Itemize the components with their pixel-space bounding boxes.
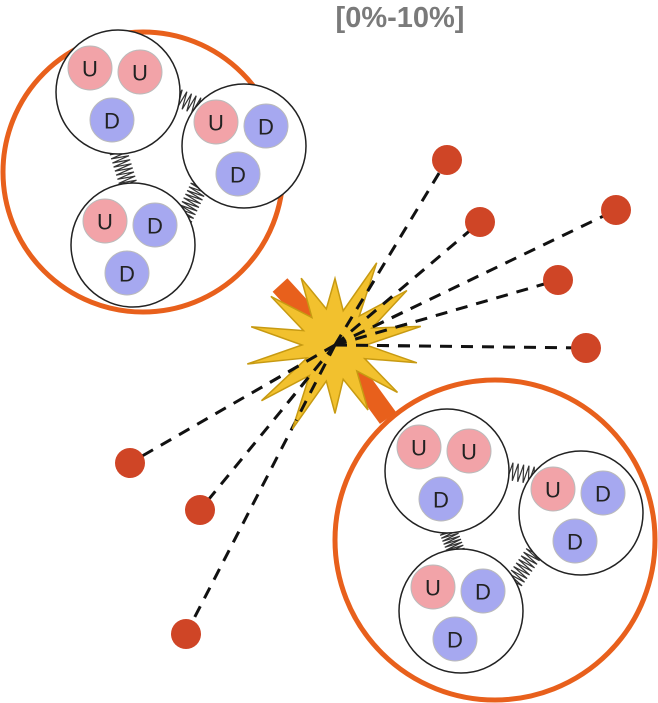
particles (115, 145, 631, 649)
up-quark: U (530, 466, 576, 512)
figure-title: [0%-10%] (335, 2, 465, 34)
quark-circle (410, 564, 456, 610)
quark-circle (82, 198, 128, 244)
particle-track-inner (333, 271, 381, 346)
up-quark: U (193, 99, 239, 145)
quark-circle (396, 424, 442, 470)
nucleon: U DD (70, 182, 196, 308)
quark-label: U (132, 61, 148, 86)
particle-track-inner (334, 288, 401, 347)
track-overlay (260, 271, 421, 422)
quark-circle (432, 616, 478, 662)
up-quark: U (117, 49, 163, 95)
quark-circle (117, 49, 163, 95)
particle-track-inner (280, 344, 337, 412)
quark-label: U (411, 436, 427, 461)
quark-circle (67, 45, 113, 91)
quark-label: D (447, 628, 463, 653)
particle-track (129, 343, 336, 465)
particle (432, 145, 462, 175)
down-quark: D (215, 151, 261, 197)
down-quark: D (104, 250, 150, 296)
quark-circle (418, 476, 464, 522)
particle (571, 333, 601, 363)
nucleon: U DD (181, 83, 307, 209)
quark-circle (215, 151, 261, 197)
quark-label: D (258, 115, 274, 140)
quark-label: D (104, 109, 120, 134)
quark-circle (104, 250, 150, 296)
quark-circle (446, 428, 492, 474)
particle (601, 195, 631, 225)
particle-track-inner (334, 343, 421, 348)
particle-track-inner (294, 344, 337, 422)
quark-circle (552, 518, 598, 564)
down-quark: D (552, 518, 598, 564)
particle-track (333, 159, 449, 346)
quark-label: U (461, 440, 477, 465)
quark-circle (580, 470, 626, 516)
up-quark: U (410, 564, 456, 610)
up-quark: U (82, 198, 128, 244)
down-quark: D (132, 202, 178, 248)
particle-track (334, 278, 559, 347)
down-quark: D (418, 476, 464, 522)
particle (543, 265, 573, 295)
quark-label: U (425, 576, 441, 601)
particle (115, 448, 145, 478)
quark-circle (132, 202, 178, 248)
quark-circle (193, 99, 239, 145)
down-quark: D (460, 568, 506, 614)
nucleon: U DD (398, 548, 524, 674)
particle (171, 619, 201, 649)
up-quark: U (446, 428, 492, 474)
quark-circle (243, 103, 289, 149)
quark-label: U (97, 210, 113, 235)
down-quark: D (89, 97, 135, 143)
particle-track-inner (260, 343, 336, 389)
down-quark: D (432, 616, 478, 662)
quark-label: D (147, 214, 163, 239)
particle-track-inner (334, 319, 418, 347)
quark-label: D (433, 488, 449, 513)
quark-circle (89, 97, 135, 143)
quark-label: D (119, 262, 135, 287)
quark-label: U (545, 478, 561, 503)
quark-label: D (230, 163, 246, 188)
down-quark: D (243, 103, 289, 149)
quark-label: D (567, 530, 583, 555)
particle-track (198, 344, 337, 511)
quark-label: U (82, 57, 98, 82)
particle (185, 495, 215, 525)
quark-circle (460, 568, 506, 614)
up-quark: U (396, 424, 442, 470)
quark-label: D (475, 580, 491, 605)
particle-track-inner (334, 306, 413, 347)
quark-label: D (595, 482, 611, 507)
particle (465, 207, 495, 237)
quark-circle (530, 466, 576, 512)
quark-label: U (208, 111, 224, 136)
nucleon: U DD (518, 450, 644, 576)
up-quark: U (67, 45, 113, 91)
down-quark: D (580, 470, 626, 516)
